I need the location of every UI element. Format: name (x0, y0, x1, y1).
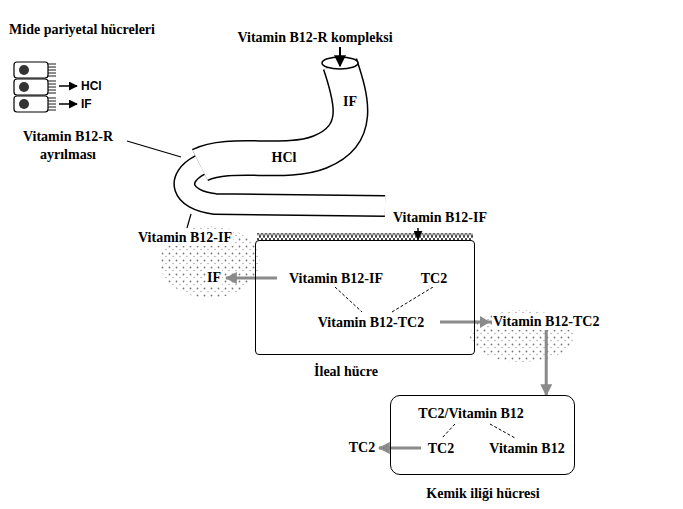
molecule-label: TC2 (420, 271, 448, 287)
secretion-label: IF (80, 97, 93, 111)
secretion-arrow (59, 85, 77, 87)
leader-line (187, 214, 191, 228)
transport-line (440, 321, 476, 324)
stomach-wall (200, 64, 350, 165)
intestine-lumen (184, 165, 385, 206)
lumen-label: IF (342, 94, 358, 110)
edge-label: Vitamin B12-TC2 (492, 314, 600, 330)
molecule-label: TC2 (427, 441, 455, 457)
stomach-lumen (200, 64, 350, 165)
secretion-arrow (59, 103, 77, 105)
cell-group-label: Mide pariyetal hücreleri (6, 18, 158, 42)
step-label: Vitamin B12-R ayrılması (11, 128, 125, 164)
binding-line (392, 287, 433, 312)
lumen-label: HCl (271, 150, 298, 166)
complex-label: Vitamin B12-R kompleksi (236, 30, 393, 46)
molecule-label: TC2/Vitamin B12 (417, 406, 525, 422)
parietal-cell (14, 62, 48, 78)
intake-arrow (339, 47, 341, 66)
binding-line (335, 287, 362, 312)
parietal-cells (14, 62, 77, 112)
parietal-cell (14, 96, 48, 112)
released-protein: TC2 (348, 440, 376, 456)
cell-name: İleal hücre (313, 364, 379, 380)
ileal-cell: Vitamin B12-IFTC2Vitamin B12-TC2İleal hü… (255, 240, 475, 355)
secretion-label: HCl (80, 79, 103, 93)
bone-marrow-cell: TC2/Vitamin B12TC2Vitamin B12Kemik iliği… (390, 395, 575, 475)
stomach-intestine (184, 47, 385, 206)
molecule-label: Vitamin B12-IF (288, 271, 384, 287)
leader-line (127, 141, 181, 157)
molecule-label: Vitamin B12-TC2 (317, 315, 425, 331)
released-factor: IF (206, 270, 222, 286)
parietal-cell (14, 79, 48, 95)
transport-arrow (475, 322, 546, 395)
microvilli (257, 233, 473, 240)
complex-label: Vitamin B12-IF (392, 210, 488, 226)
cell-name: Kemik iliği hücresi (425, 486, 540, 502)
cell-fringe (48, 64, 56, 110)
cell-nucleus (19, 82, 29, 92)
split-line (442, 424, 455, 438)
complex-label: Vitamin B12-IF (137, 230, 233, 246)
molecule-label: Vitamin B12 (488, 441, 565, 457)
release-arrow (226, 277, 277, 280)
split-line (490, 424, 515, 438)
cell-nucleus (19, 65, 29, 75)
cell-nucleus (19, 99, 29, 109)
release-arrow (379, 447, 421, 450)
